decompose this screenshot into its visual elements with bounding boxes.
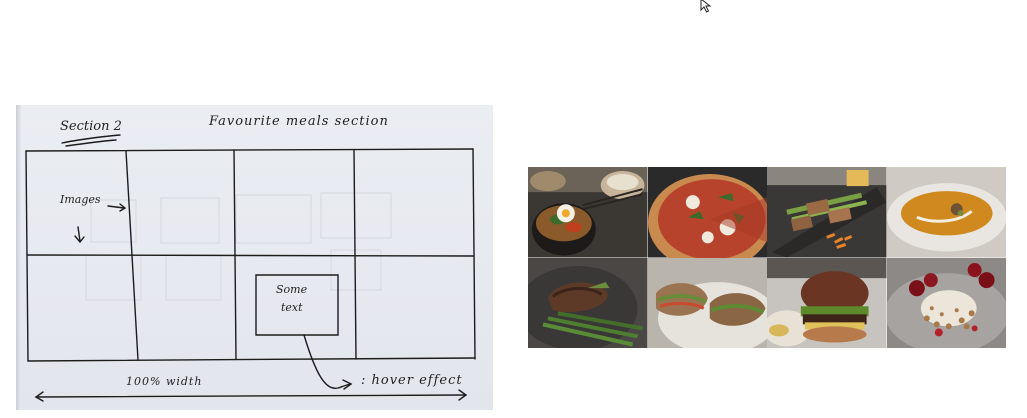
section-heading-text: Favourite meals section: [209, 114, 389, 129]
wireframe-sketch-image: Section 2 Favourite meals section Images…: [16, 105, 493, 410]
images-note-text: Images: [60, 193, 101, 206]
food-tile-steak: [528, 257, 648, 348]
paper-edge: [16, 105, 21, 410]
sketch-drawing: [25, 134, 476, 402]
food-tile-granola: [886, 257, 1006, 348]
hover-note-text: : hover effect: [361, 373, 463, 388]
food-photo-grid: [528, 167, 1006, 348]
textbox-line-1: Some: [276, 283, 308, 296]
food-tile-bibimbap: [528, 167, 648, 258]
mouse-cursor-icon: [700, 0, 712, 13]
food-tile-burger: [767, 257, 887, 348]
food-tile-pizza: [647, 167, 767, 258]
width-note-text: 100% width: [126, 375, 203, 388]
section-label-text: Section 2: [60, 119, 122, 134]
food-tile-sandwich: [647, 257, 767, 348]
textbox-line-2: text: [281, 301, 303, 314]
food-tile-asparagus: [767, 167, 887, 258]
food-tile-soup: [886, 167, 1006, 258]
